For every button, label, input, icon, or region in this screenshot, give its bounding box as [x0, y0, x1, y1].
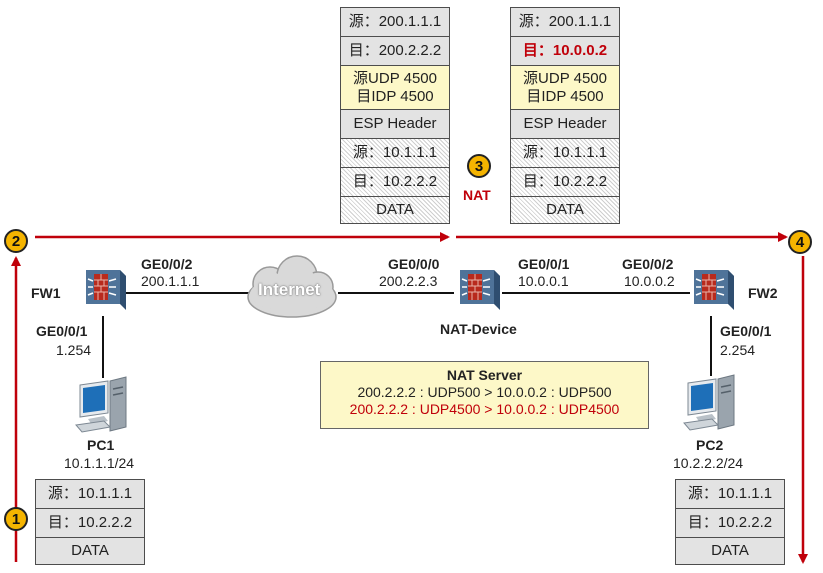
- pc2-name: PC2: [696, 437, 724, 453]
- nat-port-left: GE0/0/0: [388, 256, 440, 272]
- packet-field-outer-dst: 目：200.2.2.2: [340, 36, 450, 66]
- fw1-ip-up: 200.1.1.1: [141, 273, 200, 289]
- firewall-fw1-icon: [86, 270, 126, 310]
- fw2-port-down: GE0/0/1: [720, 323, 772, 339]
- packet-field-udp-ports: 源UDP 4500 目IDP 4500: [340, 65, 450, 110]
- fw1-port-down: GE0/0/1: [36, 323, 88, 339]
- packet-field-dst: 目：10.2.2.2: [35, 508, 145, 538]
- packet-field-esp-header: ESP Header: [340, 109, 450, 139]
- nat-device-name: NAT-Device: [440, 321, 517, 337]
- pc1-name: PC1: [87, 437, 115, 453]
- nat-server-rule-udp500: 200.2.2.2 : UDP500 > 10.0.0.2 : UDP500: [357, 384, 612, 400]
- nat-step-label: NAT: [463, 187, 491, 203]
- packet-field-dst: 目：10.2.2.2: [675, 508, 785, 538]
- nat-server-box: NAT Server 200.2.2.2 : UDP500 > 10.0.0.2…: [320, 361, 649, 429]
- step-badge-1: 1: [4, 507, 28, 531]
- nat-port-right: GE0/0/1: [518, 256, 570, 272]
- packet-field-src: 源：10.1.1.1: [675, 479, 785, 509]
- packet-field-data: DATA: [675, 537, 785, 565]
- packet-field-inner-src: 源：10.1.1.1: [510, 138, 620, 168]
- packet-field-outer-src: 源：200.1.1.1: [340, 7, 450, 37]
- packet-field-inner-dst: 目：10.2.2.2: [510, 167, 620, 197]
- pc2-computer-icon: [683, 374, 735, 431]
- fw2-name: FW2: [748, 285, 778, 301]
- pc1-ip: 10.1.1.1/24: [64, 455, 135, 471]
- fw2-ip-down: 2.254: [720, 342, 756, 358]
- packet-field-udp-ports: 源UDP 4500 目IDP 4500: [510, 65, 620, 110]
- pc1-computer-icon: [75, 376, 127, 433]
- packet-field-inner-dst: 目：10.2.2.2: [340, 167, 450, 197]
- packet-field-outer-src: 源：200.1.1.1: [510, 7, 620, 37]
- internet-label: Internet: [258, 280, 321, 299]
- fw1-port-up: GE0/0/2: [141, 256, 193, 272]
- step-badge-3: 3: [467, 154, 491, 178]
- nat-ip-left: 200.2.2.3: [379, 273, 438, 289]
- packet-field-data: DATA: [35, 537, 145, 565]
- nat-device-icon: [460, 270, 500, 310]
- fw2-ip-up: 10.0.0.2: [624, 273, 675, 289]
- fw2-port-up: GE0/0/2: [622, 256, 674, 272]
- packet-field-esp-header: ESP Header: [510, 109, 620, 139]
- packet-field-inner-src: 源：10.1.1.1: [340, 138, 450, 168]
- step-badge-2: 2: [4, 229, 28, 253]
- packet-field-data: DATA: [510, 196, 620, 224]
- pc2-ip: 10.2.2.2/24: [673, 455, 744, 471]
- fw1-ip-down: 1.254: [56, 342, 92, 358]
- internet-cloud-icon: [247, 255, 337, 318]
- packet-field-data: DATA: [340, 196, 450, 224]
- nat-server-rule-udp4500: 200.2.2.2 : UDP4500 > 10.0.0.2 : UDP4500: [349, 401, 620, 417]
- packet-field-outer-dst-translated: 目：10.0.0.2: [510, 36, 620, 66]
- firewall-fw2-icon: [694, 270, 734, 310]
- nat-ip-right: 10.0.0.1: [518, 273, 569, 289]
- nat-server-title: NAT Server: [446, 367, 523, 383]
- step-badge-4: 4: [788, 230, 812, 254]
- packet-field-src: 源：10.1.1.1: [35, 479, 145, 509]
- fw1-name: FW1: [31, 285, 61, 301]
